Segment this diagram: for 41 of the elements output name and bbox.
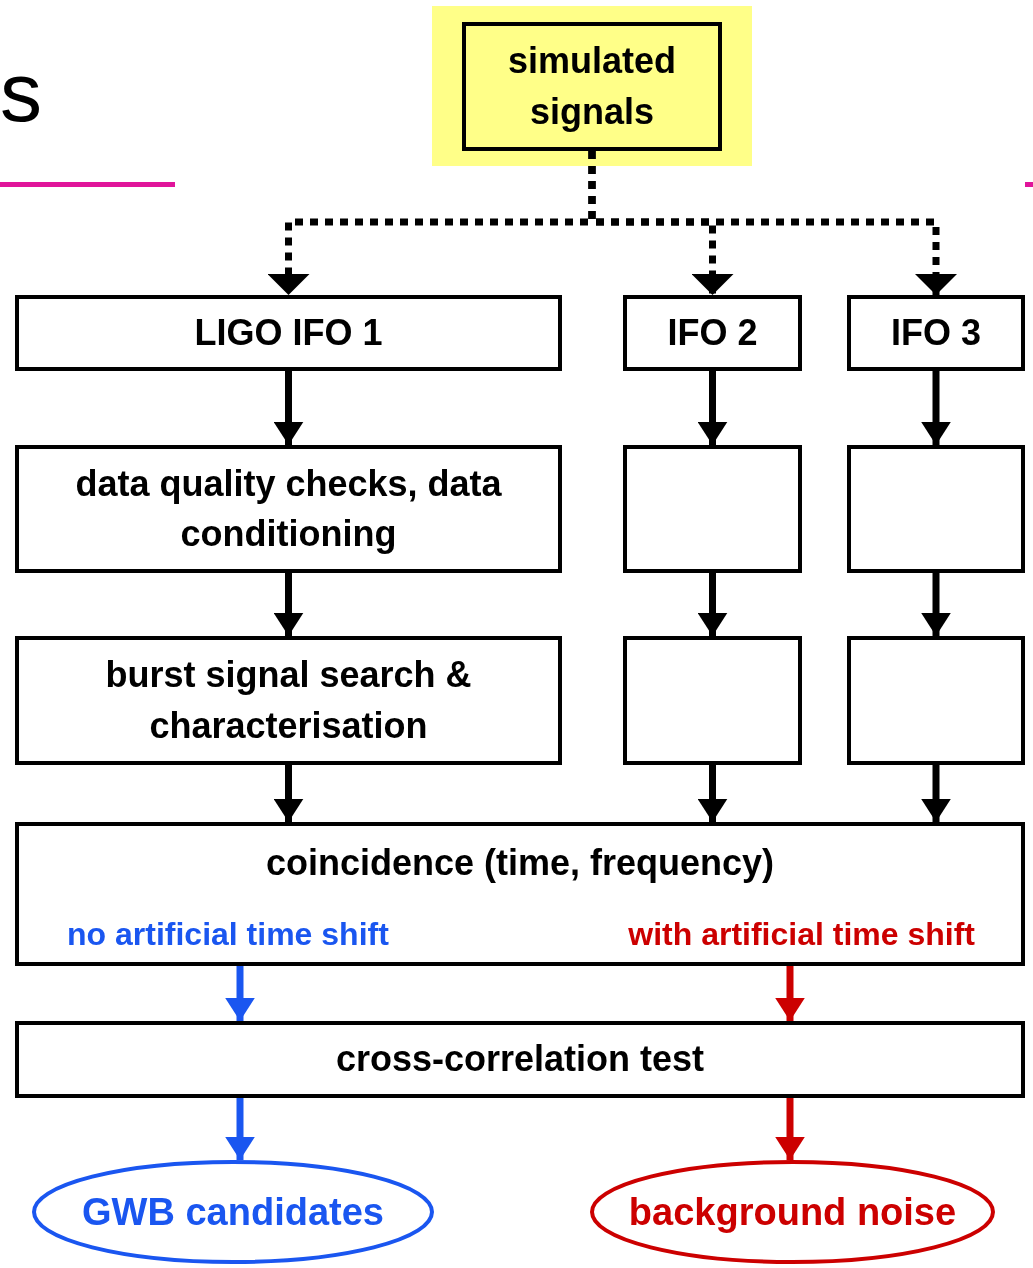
title-fragment: s: [0, 50, 42, 134]
node-text: simulated signals: [506, 39, 677, 134]
process-box: [15, 295, 562, 371]
result-ellipse: [590, 1160, 995, 1264]
empty-box: [623, 636, 802, 765]
arrow: [273, 371, 304, 445]
result-ellipse: [32, 1160, 434, 1264]
arrow: [921, 573, 951, 636]
arrow: [775, 966, 805, 1021]
empty-box: [847, 636, 1025, 765]
arrow: [775, 1098, 805, 1160]
arrow: [921, 371, 951, 445]
node-text: cross-correlation test: [335, 1037, 705, 1082]
arrow: [921, 765, 951, 822]
process-box: [15, 636, 562, 765]
branch-label: with artificial time shift: [628, 916, 975, 953]
arrow: [697, 371, 728, 445]
node-text: LIGO IFO 1: [194, 310, 383, 355]
arrow: [225, 966, 255, 1021]
process-box: [462, 22, 722, 151]
branch-label: no artificial time shift: [67, 916, 389, 953]
arrow: [225, 1098, 255, 1160]
empty-box: [847, 445, 1025, 573]
node-text: IFO 3: [891, 310, 981, 355]
node-text: IFO 2: [667, 310, 758, 355]
node-text: background noise: [628, 1190, 957, 1234]
node-text: burst signal search & characterisation: [104, 653, 473, 748]
process-box: [623, 295, 802, 371]
node-text: GWB candidates: [82, 1190, 384, 1234]
node-text: data quality checks, data conditioning: [74, 461, 503, 556]
empty-box: [623, 445, 802, 573]
process-box: [847, 295, 1025, 371]
arrow: [273, 573, 304, 636]
arrow: [697, 573, 728, 636]
arrow: [273, 765, 304, 822]
process-box: [15, 445, 562, 573]
arrow: [697, 765, 728, 822]
dashed-arrow: [588, 151, 957, 295]
process-box: [15, 1021, 1025, 1098]
node-text: coincidence (time, frequency): [265, 842, 775, 884]
process-box: [15, 822, 1025, 966]
